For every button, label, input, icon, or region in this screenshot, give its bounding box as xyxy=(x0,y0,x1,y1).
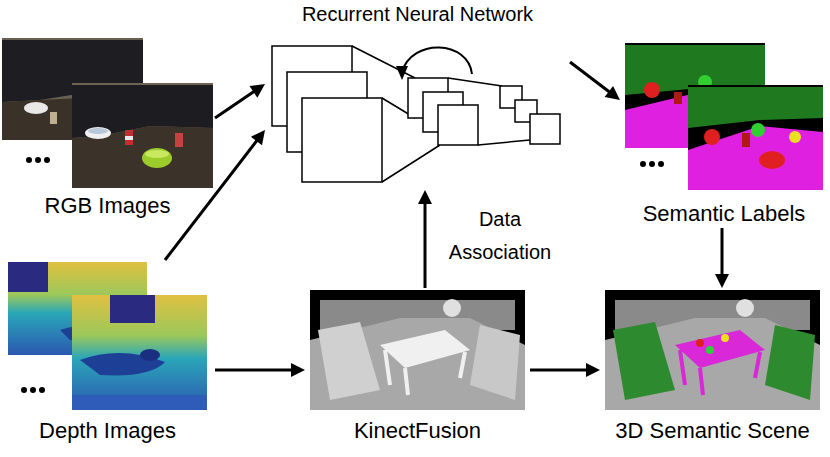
arrowhead xyxy=(251,130,265,145)
caption: Semantic Labels xyxy=(620,201,828,227)
scene-panel: 3D Semantic Scene xyxy=(600,288,825,445)
arrowhead xyxy=(291,363,305,377)
caption: KinectFusion xyxy=(305,418,530,444)
arrow-line xyxy=(215,91,255,118)
semantic-label-image xyxy=(688,85,823,190)
semantic-scene-mesh xyxy=(605,290,820,410)
label-image-group: Semantic Labels xyxy=(620,40,828,228)
rnn-layers xyxy=(272,46,560,182)
arrow-line xyxy=(215,369,293,372)
arrow-line xyxy=(424,202,427,288)
arrowhead xyxy=(249,84,265,98)
arrow-line xyxy=(570,62,610,93)
arrow-line xyxy=(165,140,258,260)
arrowhead xyxy=(605,86,620,100)
arrow-line xyxy=(721,228,724,276)
recurrence-arrowhead xyxy=(396,66,408,80)
arrowhead xyxy=(715,274,729,288)
depth-image xyxy=(72,295,207,410)
flow-arrow xyxy=(530,363,600,377)
flow-arrow xyxy=(715,228,729,288)
caption: RGB Images xyxy=(0,193,215,219)
network-block: Recurrent Neural Network xyxy=(265,2,570,190)
arrowhead xyxy=(586,363,600,377)
caption: Recurrent Neural Network xyxy=(265,2,570,26)
flow-arrow xyxy=(418,190,432,288)
kinectfusion-mesh xyxy=(310,290,525,410)
flow-arrow xyxy=(215,363,305,377)
caption: Depth Images xyxy=(0,418,215,444)
caption: 3D Semantic Scene xyxy=(600,418,825,444)
arrow-line xyxy=(530,369,588,372)
arrowhead xyxy=(418,190,432,204)
mesh-panel: KinectFusion xyxy=(305,288,530,445)
depth-image-group: Depth Images xyxy=(0,260,215,445)
rgb-photo xyxy=(72,83,213,188)
flow-arrow xyxy=(165,130,265,260)
flow-arrow xyxy=(215,84,265,118)
flow-arrow xyxy=(570,62,620,100)
recurrence-arrow xyxy=(402,47,472,74)
rgb-image-group: RGB Images xyxy=(0,36,215,220)
edge-label: Data Association xyxy=(435,203,565,269)
